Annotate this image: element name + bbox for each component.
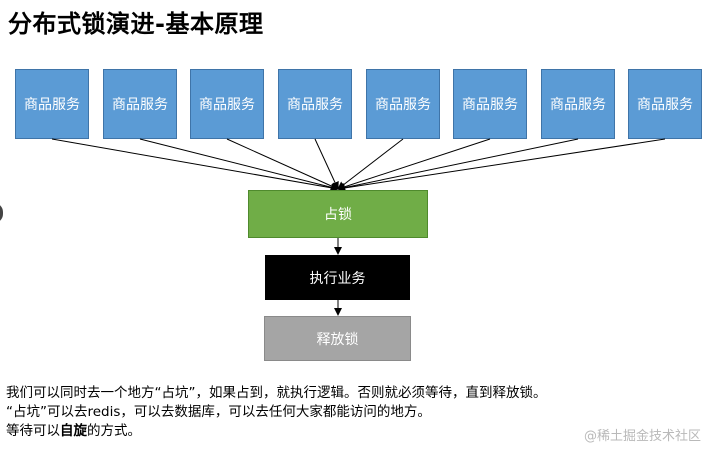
execute-step-box: 执行业务	[265, 255, 410, 300]
service-box: 商品服务	[278, 69, 352, 139]
arrow-service-to-lock	[337, 138, 579, 192]
arrow-service-to-lock	[314, 138, 339, 190]
arrow-service-to-lock	[337, 138, 666, 192]
explanation-text: 我们可以同时去一个地方“占坑”，如果占到，就执行逻辑。否则就必须等待，直到释放锁…	[6, 384, 547, 441]
page-title: 分布式锁演进-基本原理	[8, 10, 264, 38]
note-line-3: 等待可以自旋的方式。	[6, 422, 547, 441]
service-box: 商品服务	[628, 69, 702, 139]
note-line-3-bold: 自旋	[60, 423, 87, 439]
service-box: 商品服务	[15, 69, 89, 139]
service-box: 商品服务	[541, 69, 615, 139]
side-handle	[0, 203, 3, 223]
release-step-box: 释放锁	[264, 316, 411, 361]
lock-step-box: 占锁	[248, 190, 428, 238]
service-box: 商品服务	[366, 69, 440, 139]
arrow-service-to-lock	[337, 138, 491, 191]
watermark: @稀土掘金技术社区	[583, 429, 701, 444]
note-line-3-prefix: 等待可以	[6, 423, 60, 439]
service-box: 商品服务	[190, 69, 264, 139]
arrow-service-to-lock	[139, 138, 339, 192]
service-box: 商品服务	[453, 69, 527, 139]
note-line-3-suffix: 的方式。	[87, 423, 141, 439]
arrow-service-to-lock	[226, 138, 339, 190]
note-line-1: 我们可以同时去一个地方“占坑”，如果占到，就执行逻辑。否则就必须等待，直到释放锁…	[6, 385, 547, 401]
arrow-service-to-lock	[51, 138, 339, 192]
arrow-service-to-lock	[337, 138, 404, 190]
note-line-2: “占坑”可以去redis，可以去数据库，可以去任何大家都能访问的地方。	[6, 404, 431, 420]
service-box: 商品服务	[103, 69, 177, 139]
